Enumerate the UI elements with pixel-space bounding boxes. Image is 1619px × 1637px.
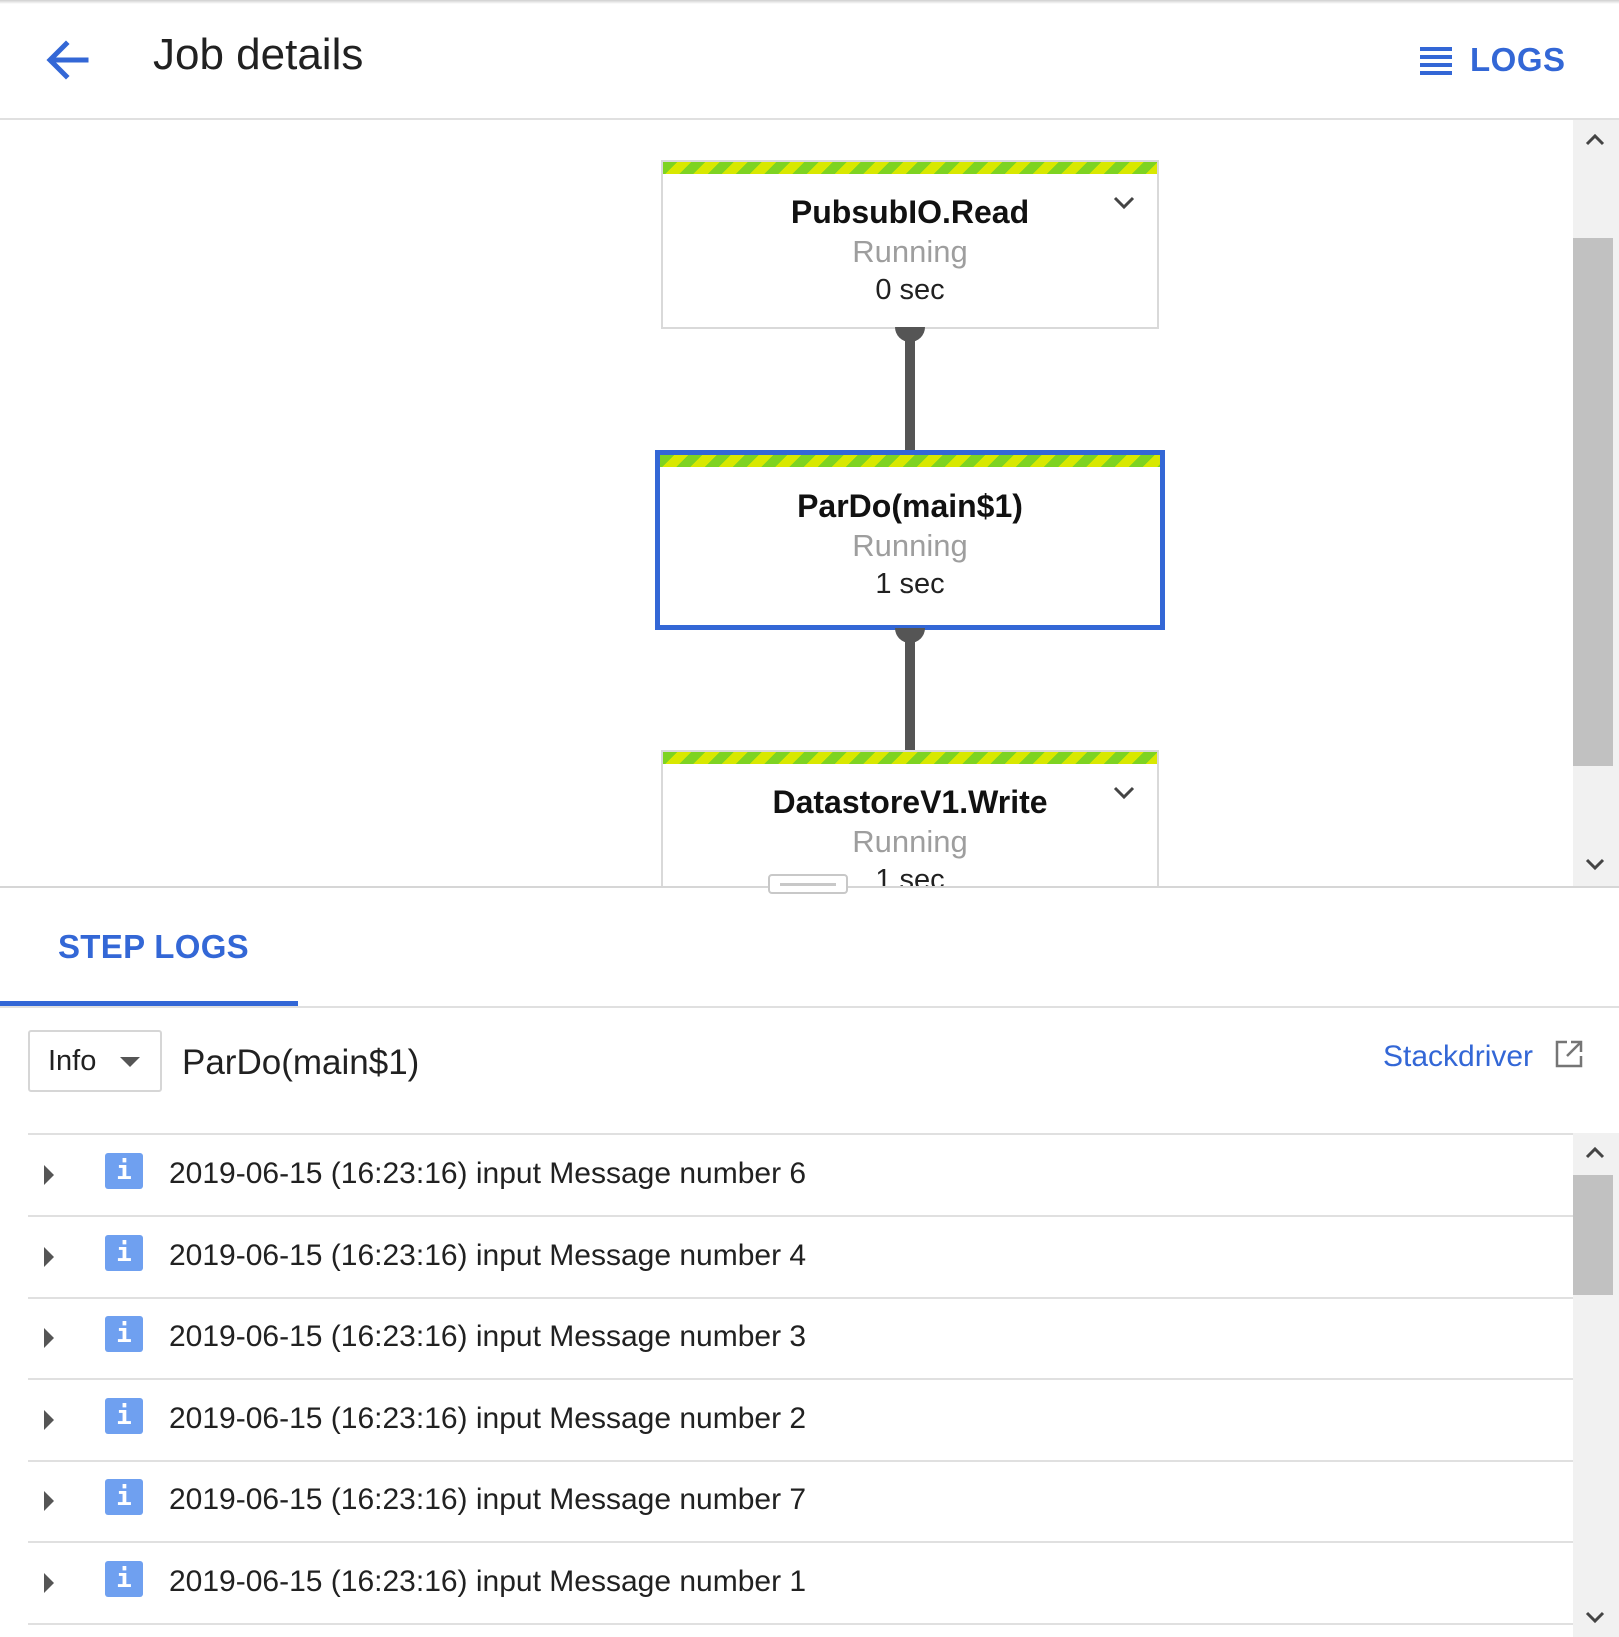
selected-step-name: ParDo(main$1) bbox=[182, 1043, 420, 1082]
logs-button[interactable]: LOGS bbox=[1418, 36, 1566, 84]
resize-handle[interactable] bbox=[768, 874, 848, 894]
graph-scrollbar[interactable] bbox=[1573, 120, 1619, 888]
node-name: PubsubIO.Read bbox=[790, 194, 1030, 230]
node-status: Running bbox=[852, 234, 968, 269]
list-lines-icon bbox=[1418, 36, 1458, 84]
log-message: 2019-06-15 (16:23:16) input Message numb… bbox=[169, 1157, 807, 1190]
chevron-down-icon[interactable] bbox=[1109, 778, 1139, 808]
stackdriver-link[interactable]: Stackdriver bbox=[1383, 1040, 1534, 1073]
info-severity-icon: i bbox=[105, 1316, 143, 1352]
node-name: ParDo(main$1) bbox=[797, 488, 1023, 524]
expand-arrow-icon[interactable] bbox=[44, 1572, 54, 1593]
log-row[interactable]: i 2019-06-15 (16:23:16) input Message num… bbox=[28, 1543, 1573, 1625]
info-severity-icon: i bbox=[105, 1560, 143, 1597]
scrollbar-thumb[interactable] bbox=[1573, 238, 1613, 766]
expand-arrow-icon[interactable] bbox=[44, 1491, 54, 1511]
log-message: 2019-06-15 (16:23:16) input Message numb… bbox=[169, 1320, 807, 1353]
progress-stripe bbox=[660, 455, 1160, 467]
log-row[interactable]: i 2019-06-15 (16:23:16) input Message num… bbox=[28, 1217, 1573, 1299]
progress-stripe bbox=[663, 752, 1157, 764]
severity-dropdown[interactable]: Info bbox=[28, 1030, 162, 1092]
log-scrollbar[interactable] bbox=[1573, 1133, 1619, 1637]
log-row[interactable]: i 2019-06-15 (16:23:16) input Message num… bbox=[28, 1298, 1573, 1380]
info-severity-icon: i bbox=[105, 1153, 143, 1189]
node-time: 1 sec bbox=[875, 568, 945, 600]
log-entry-list[interactable]: i 2019-06-15 (16:23:16) input Message num… bbox=[28, 1133, 1619, 1637]
log-row[interactable]: i 2019-06-15 (16:23:16) input Message num… bbox=[28, 1461, 1573, 1543]
expand-arrow-icon[interactable] bbox=[44, 1328, 54, 1348]
expand-arrow-icon[interactable] bbox=[44, 1246, 54, 1267]
job-graph[interactable]: PubsubIO.Read Running 0 sec ParDo(main$1… bbox=[0, 120, 1619, 888]
progress-stripe bbox=[663, 162, 1157, 174]
logs-tab-bar: STEP LOGS bbox=[0, 888, 1619, 1008]
node-status: Running bbox=[852, 824, 968, 859]
log-filter-bar: Info ParDo(main$1) Stackdriver bbox=[0, 1008, 1619, 1133]
log-message: 2019-06-15 (16:23:16) input Message numb… bbox=[169, 1401, 807, 1435]
scroll-down-icon[interactable] bbox=[1581, 850, 1609, 878]
tab-step-logs[interactable]: STEP LOGS bbox=[0, 888, 298, 1006]
node-time: 0 sec bbox=[875, 274, 945, 306]
scrollbar-thumb[interactable] bbox=[1573, 1175, 1613, 1295]
app-header: Job details LOGS bbox=[0, 0, 1619, 120]
graph-node-datastorev1-write[interactable]: DatastoreV1.Write Running 1 sec bbox=[661, 750, 1159, 888]
info-severity-icon: i bbox=[105, 1234, 143, 1271]
page-title: Job details bbox=[153, 30, 364, 79]
scroll-down-icon[interactable] bbox=[1581, 1603, 1609, 1631]
chevron-down-icon[interactable] bbox=[1109, 188, 1139, 218]
scroll-up-icon[interactable] bbox=[1581, 1139, 1609, 1167]
graph-node-pardo-main[interactable]: ParDo(main$1) Running 1 sec bbox=[655, 450, 1165, 630]
log-message: 2019-06-15 (16:23:16) input Message numb… bbox=[169, 1238, 807, 1272]
info-severity-icon: i bbox=[105, 1397, 143, 1434]
dropdown-arrow-icon bbox=[120, 1057, 140, 1067]
log-row[interactable]: i 2019-06-15 (16:23:16) input Message num… bbox=[28, 1380, 1573, 1462]
arrow-back-icon bbox=[46, 40, 89, 80]
info-severity-icon: i bbox=[105, 1479, 143, 1515]
open-in-new-icon[interactable] bbox=[1553, 1038, 1585, 1070]
log-message: 2019-06-15 (16:23:16) input Message numb… bbox=[169, 1483, 807, 1516]
severity-value: Info bbox=[48, 1044, 97, 1077]
node-time: 1 sec bbox=[875, 864, 945, 888]
scroll-up-icon[interactable] bbox=[1581, 126, 1609, 154]
back-button[interactable] bbox=[40, 32, 96, 88]
tab-label: STEP LOGS bbox=[58, 928, 249, 965]
node-status: Running bbox=[852, 528, 968, 563]
node-name: DatastoreV1.Write bbox=[772, 784, 1048, 820]
expand-arrow-icon[interactable] bbox=[44, 1409, 54, 1430]
log-row[interactable]: i 2019-06-15 (16:23:16) input Message num… bbox=[28, 1135, 1573, 1217]
expand-arrow-icon[interactable] bbox=[44, 1165, 54, 1185]
logs-label: LOGS bbox=[1470, 41, 1566, 78]
graph-node-pubsubio-read[interactable]: PubsubIO.Read Running 0 sec bbox=[661, 160, 1159, 329]
log-message: 2019-06-15 (16:23:16) input Message numb… bbox=[169, 1564, 807, 1598]
